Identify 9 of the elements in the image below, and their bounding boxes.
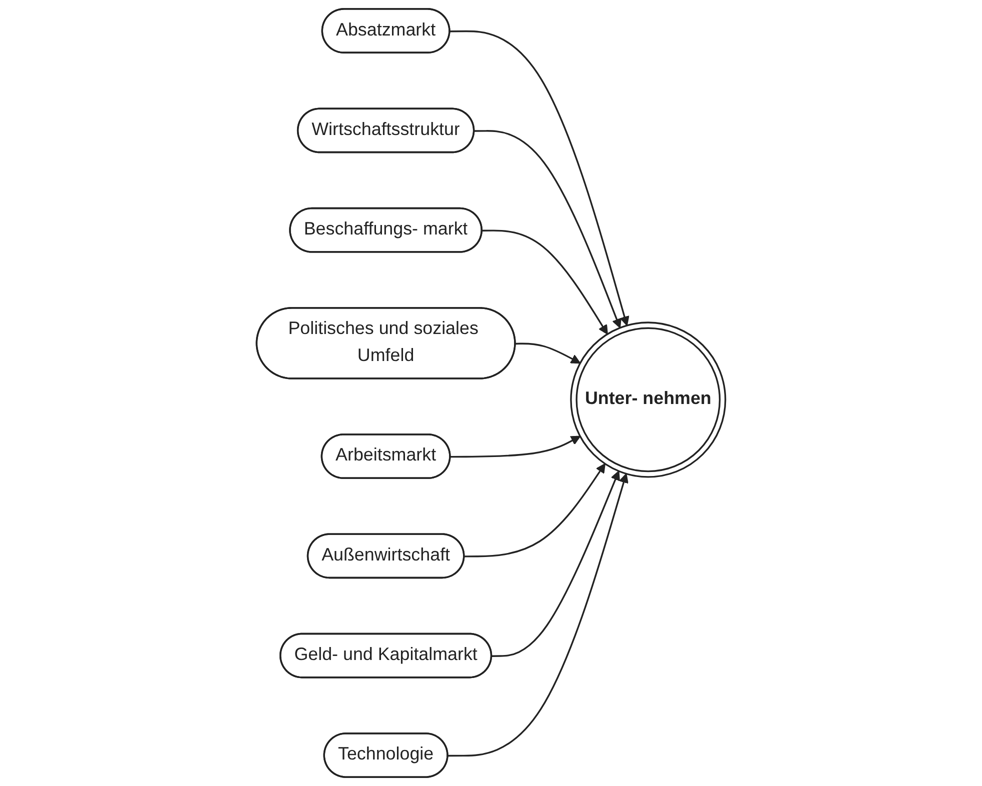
arrow [482,230,608,335]
arrow [516,342,581,364]
node-circle: Unter- nehmen [570,322,726,478]
arrow [474,130,622,328]
arrow [448,473,628,757]
arrow [450,30,630,326]
arrow [450,436,581,458]
arrow [464,463,606,558]
arrow [492,470,620,657]
